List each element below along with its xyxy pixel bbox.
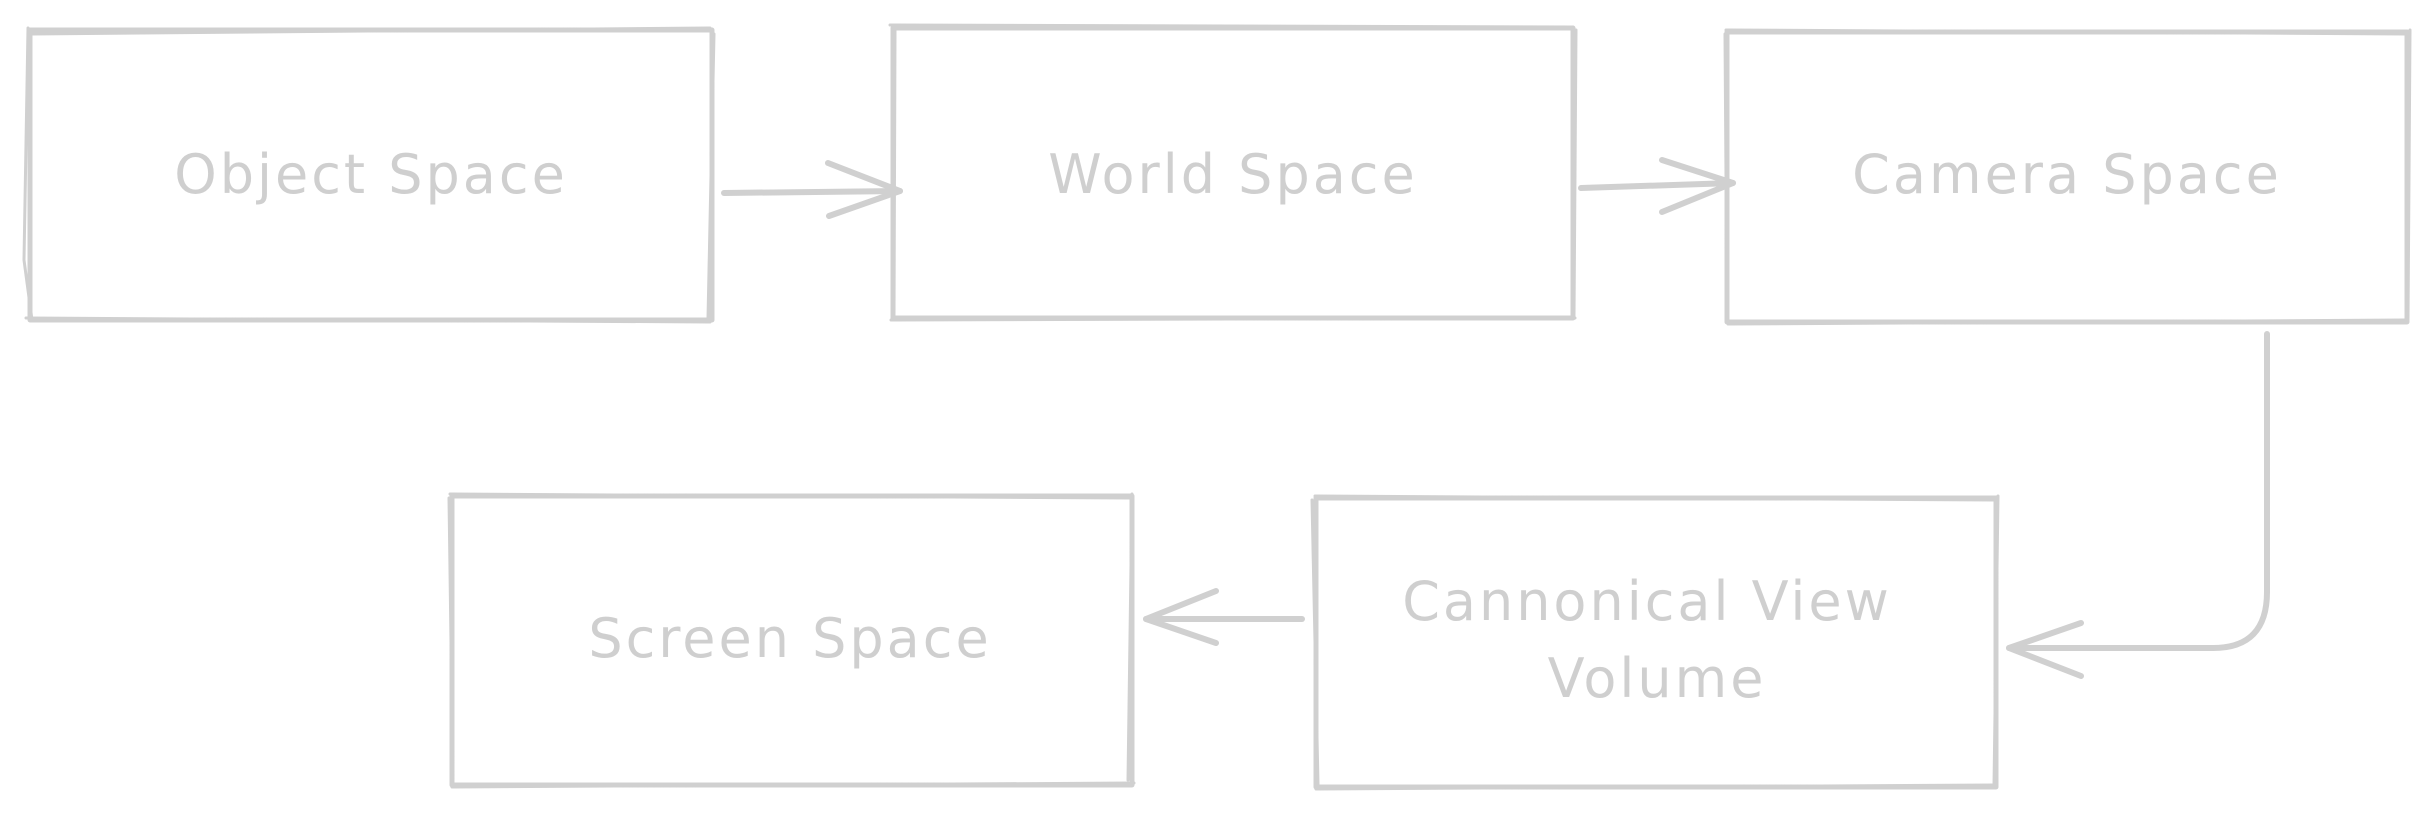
node-label-world-space: World Space xyxy=(1048,143,1417,206)
node-label-canonical-line1: Cannonical View xyxy=(1402,570,1892,633)
node-canonical-view-volume: Cannonical View Volume xyxy=(1310,494,2000,791)
arrow-camera-to-canonical xyxy=(2006,331,2270,679)
node-label-screen-space: Screen Space xyxy=(588,607,991,670)
node-object-space: Object Space xyxy=(22,26,716,324)
node-label-canonical-line2: Volume xyxy=(1548,647,1767,710)
arrow-canonical-to-screen xyxy=(1143,588,1305,646)
node-camera-space: Camera Space xyxy=(1723,28,2412,326)
arrow-object-to-world xyxy=(721,160,903,219)
node-label-camera-space: Camera Space xyxy=(1852,143,2282,206)
arrow-world-to-camera xyxy=(1578,157,1736,215)
node-world-space: World Space xyxy=(888,23,1578,322)
node-label-object-space: Object Space xyxy=(174,143,568,206)
node-screen-space: Screen Space xyxy=(447,492,1136,789)
